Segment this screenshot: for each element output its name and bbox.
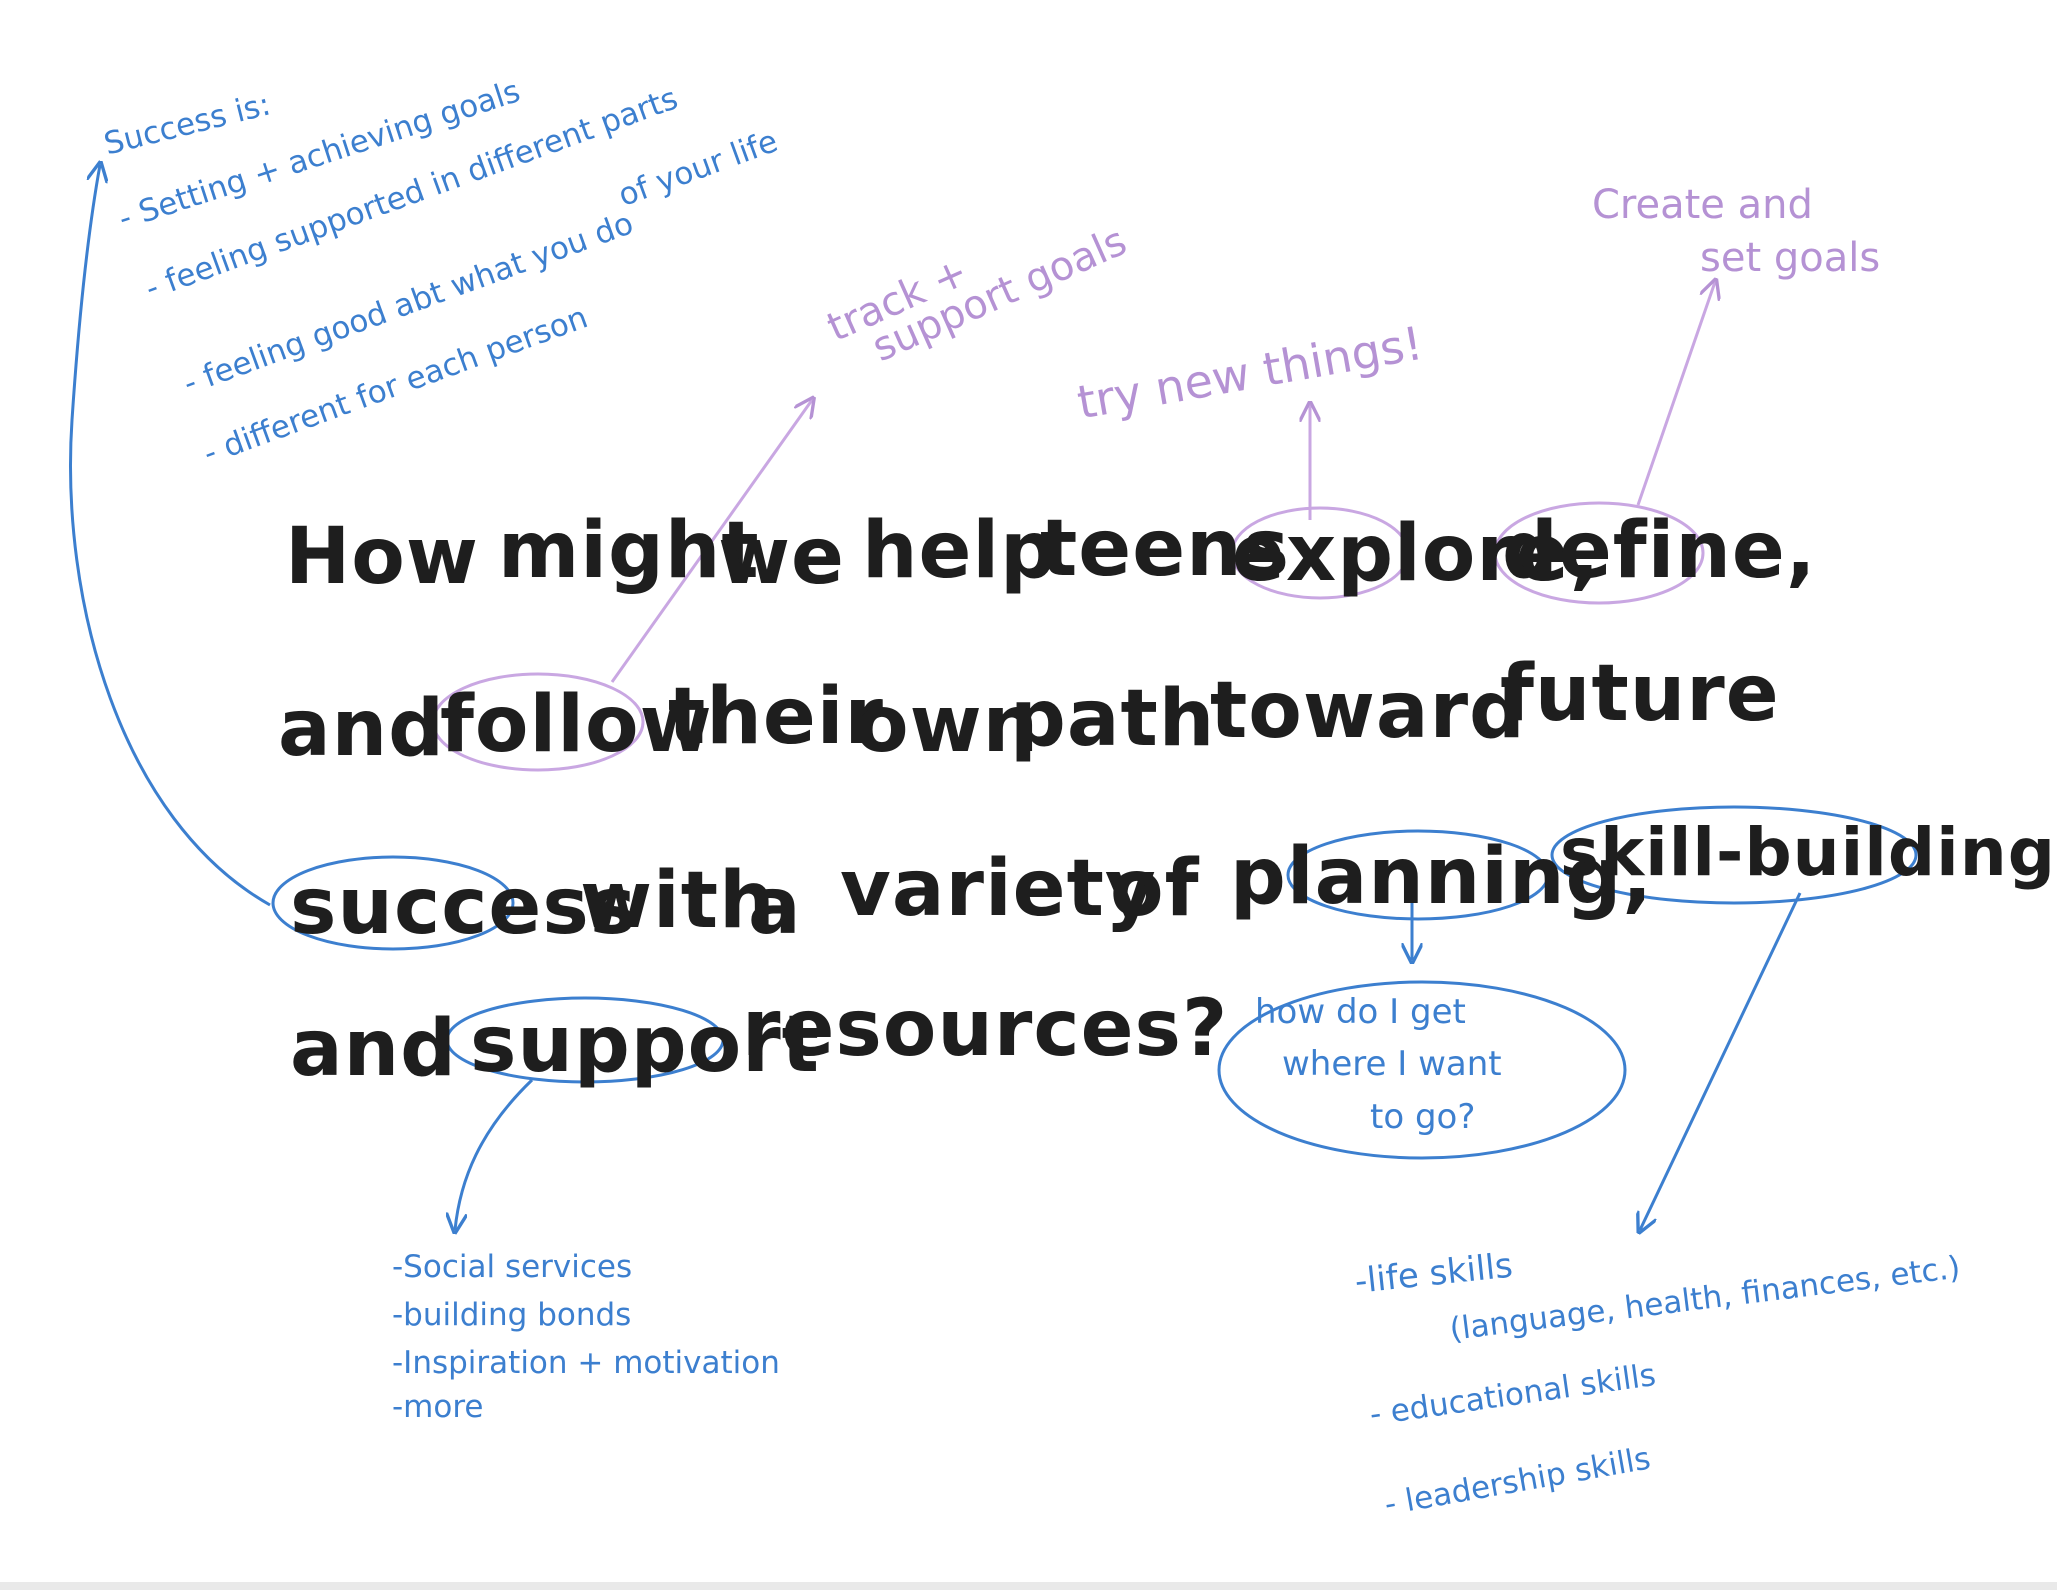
- define-ellipse: [1493, 501, 1705, 605]
- word-how: How: [285, 512, 479, 602]
- support-item-1: -Social services: [392, 1249, 633, 1285]
- word-support: support: [470, 1000, 820, 1090]
- support-item-3: -Inspiration + motivation: [392, 1345, 780, 1381]
- word-teens: teens: [1040, 504, 1291, 594]
- word-success: success: [290, 862, 638, 952]
- word-skill-building: skill-building,: [1560, 814, 2057, 891]
- define-note-line2: set goals: [1700, 235, 1881, 281]
- word-help: help: [862, 506, 1058, 596]
- word-variety: variety: [840, 844, 1157, 934]
- define-note-line1: Create and: [1592, 182, 1813, 228]
- word-of: of: [1110, 844, 1200, 934]
- support-item-4: -more: [392, 1389, 484, 1425]
- word-explore: explore,: [1232, 509, 1601, 599]
- word-planning: planning,: [1230, 832, 1653, 922]
- planning-ellipse: [1286, 829, 1550, 921]
- support-item-2: -building bonds: [392, 1297, 632, 1333]
- planning-note-line1: how do I get: [1255, 992, 1466, 1032]
- word-a: a: [748, 862, 802, 952]
- skill-ellipse: [1550, 805, 1918, 905]
- word-their: their: [668, 672, 884, 762]
- scan-edge: [0, 1582, 2057, 1590]
- follow-ellipse: [431, 672, 645, 772]
- word-own: own: [855, 680, 1040, 770]
- success-ellipse: [271, 855, 515, 951]
- skill-arrow: [1640, 892, 1802, 1230]
- word-we: we: [718, 512, 845, 602]
- word-might: might: [498, 506, 760, 596]
- support-arrow: [455, 1078, 534, 1230]
- planning-note-line3: to go?: [1370, 1097, 1476, 1137]
- planning-note-ellipse: [1217, 980, 1627, 1160]
- word-with: with: [580, 856, 776, 946]
- word-future: future: [1500, 649, 1780, 739]
- support-ellipse: [445, 996, 725, 1084]
- word-toward: toward: [1210, 666, 1526, 756]
- planning-note-line2: where I want: [1282, 1044, 1502, 1084]
- follow-arrow: [610, 400, 812, 683]
- word-resources: resources?: [742, 984, 1229, 1074]
- explore-ellipse: [1230, 506, 1410, 600]
- success-arrow: [69, 165, 271, 907]
- word-path: path: [1010, 674, 1216, 764]
- word-and-1: and: [278, 684, 445, 774]
- word-follow: follow: [440, 680, 713, 770]
- define-arrow: [1636, 282, 1715, 506]
- word-and-2: and: [290, 1004, 457, 1094]
- word-define: define,: [1502, 506, 1817, 596]
